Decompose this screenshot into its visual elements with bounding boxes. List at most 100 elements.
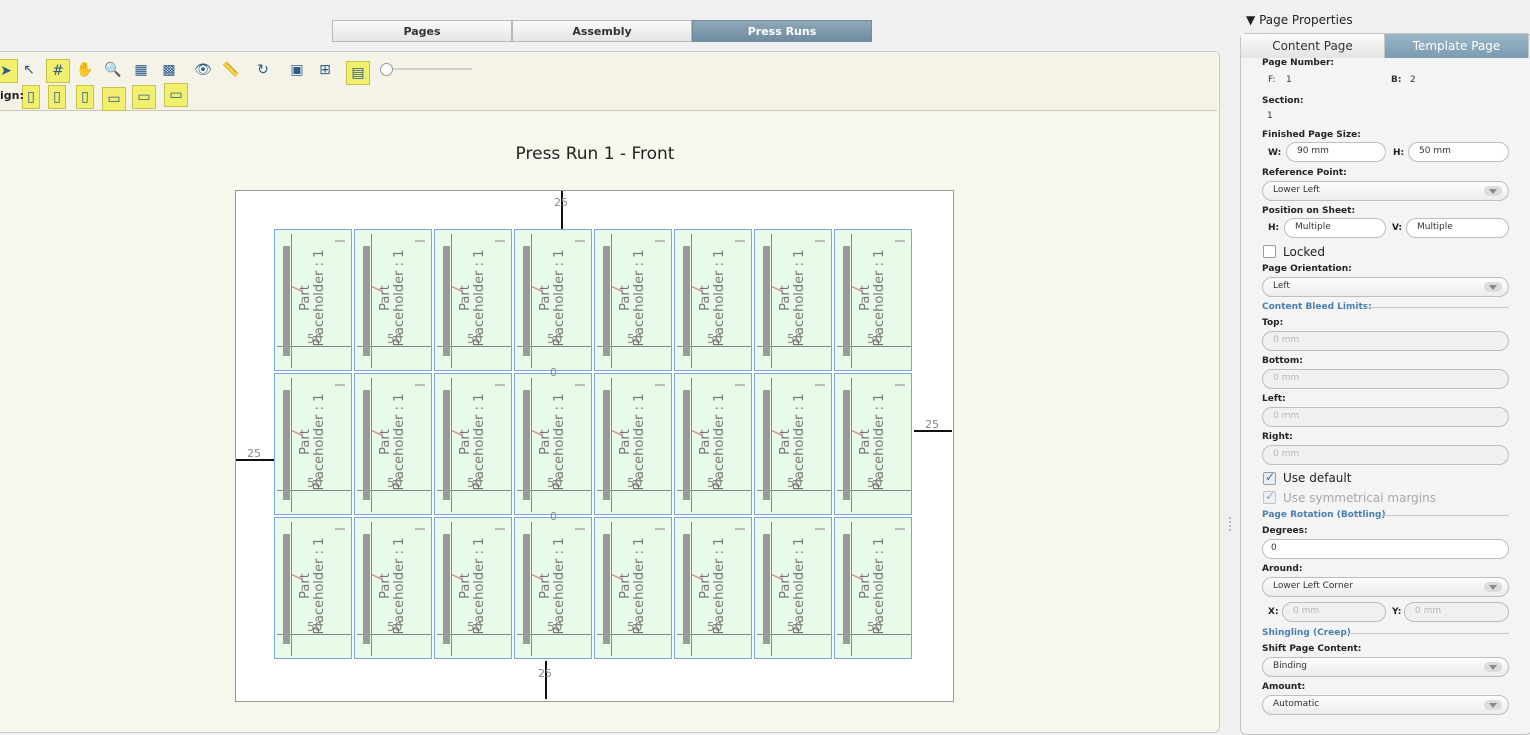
ruler-icon[interactable]: 📏 [222, 62, 240, 78]
finished-size-label: Finished Page Size: [1262, 130, 1361, 140]
locked-checkbox[interactable] [1263, 245, 1276, 258]
split-icon[interactable]: ⊞ [319, 62, 331, 78]
right-bleed-field[interactable]: 0 mm [1262, 445, 1509, 465]
shift-label: Shift Page Content: [1262, 644, 1362, 654]
tab-assembly[interactable]: Assembly [512, 20, 692, 42]
rotate-icon[interactable]: ↻ [257, 62, 269, 78]
y-field[interactable]: 0 mm [1404, 602, 1509, 622]
align-center-icon[interactable]: ▯ [48, 85, 66, 109]
page-properties-header[interactable]: ▼ Page Properties [1246, 13, 1353, 27]
slider-knob[interactable] [380, 63, 393, 76]
direct-select-icon[interactable]: ↖ [23, 62, 35, 78]
position-h-field[interactable]: Multiple [1284, 218, 1386, 238]
align-bottom-icon[interactable]: ▭ [164, 83, 188, 107]
cell-mark [415, 384, 425, 386]
cell-label-line2: Placeholder : 1 [632, 249, 647, 347]
reference-point-select[interactable]: Lower Left [1262, 181, 1509, 201]
cell-label-line1: Part [858, 429, 873, 455]
grid-view-icon[interactable]: ▦ [134, 62, 148, 78]
cell-label-line1: Part [858, 285, 873, 311]
height-field[interactable]: 50 mm [1408, 142, 1509, 162]
tab-content-page[interactable]: Content Page [1241, 34, 1385, 58]
amount-label: Amount: [1262, 682, 1306, 692]
align-left-icon[interactable]: ▯ [22, 85, 40, 109]
cell-label-line1: Part [538, 573, 553, 599]
cell-guide-line [517, 490, 591, 491]
cell-mark [655, 528, 665, 530]
cell-guide-line [357, 490, 431, 491]
align-top-icon[interactable]: ▭ [102, 87, 126, 111]
cell-guide-line [371, 522, 372, 656]
hand-tool-icon[interactable]: ✋ [76, 62, 94, 78]
cell-guide-line [517, 634, 591, 635]
preview-eye-icon[interactable]: 👁 [194, 62, 212, 78]
top-bleed-field[interactable]: 0 mm [1262, 331, 1509, 351]
cell-mark [735, 384, 745, 386]
panel-splitter[interactable] [1228, 515, 1232, 533]
chevron-down-icon [1484, 662, 1502, 672]
tab-press-runs[interactable]: Press Runs [692, 20, 872, 42]
cell-guide-line [757, 490, 831, 491]
add-page-icon[interactable]: # [46, 59, 70, 83]
cell-label-line2: Placeholder : 1 [472, 249, 487, 347]
degrees-field[interactable]: 0 [1262, 539, 1509, 559]
cell-label-line1: Part [778, 573, 793, 599]
fit-page-icon[interactable]: ▣ [290, 62, 304, 78]
comment-icon[interactable]: ▤ [346, 61, 370, 85]
cell-label-line2: Placeholder : 1 [792, 393, 807, 491]
binding-bar [683, 246, 690, 356]
tab-pages[interactable]: Pages [332, 20, 512, 42]
cell-dimension: 50 [627, 620, 643, 634]
left-bleed-field[interactable]: 0 mm [1262, 407, 1509, 427]
cell-dimension: 50 [707, 476, 723, 490]
cell-guide-line [277, 634, 351, 635]
x-field[interactable]: 0 mm [1282, 602, 1386, 622]
width-field[interactable]: 90 mm [1286, 142, 1386, 162]
position-v-field[interactable]: Multiple [1406, 218, 1509, 238]
align-right-icon[interactable]: ▯ [76, 85, 94, 109]
align-middle-icon[interactable]: ▭ [132, 85, 156, 109]
zoom-slider[interactable] [380, 63, 474, 76]
select-arrow-icon[interactable]: ➤ [0, 59, 18, 83]
row-gap-value: 0 [550, 510, 557, 523]
use-default-checkbox[interactable]: ✓ [1263, 470, 1276, 485]
bottom-bleed-field[interactable]: 0 mm [1262, 369, 1509, 389]
shift-select[interactable]: Binding [1262, 657, 1509, 677]
tab-template-page[interactable]: Template Page [1385, 34, 1529, 58]
orientation-select[interactable]: Left [1262, 277, 1509, 297]
cell-guide-line [371, 234, 372, 368]
use-symmetrical-checkbox[interactable]: ✓ [1263, 489, 1276, 504]
cell-label-line1: Part [858, 573, 873, 599]
chevron-down-icon [1484, 700, 1502, 710]
zoom-icon[interactable]: 🔍 [104, 62, 122, 78]
amount-select[interactable]: Automatic [1262, 695, 1509, 715]
auto-layout-icon[interactable]: ▩ [162, 62, 176, 78]
cell-guide-line [291, 378, 292, 512]
around-select[interactable]: Lower Left Corner [1262, 577, 1509, 597]
